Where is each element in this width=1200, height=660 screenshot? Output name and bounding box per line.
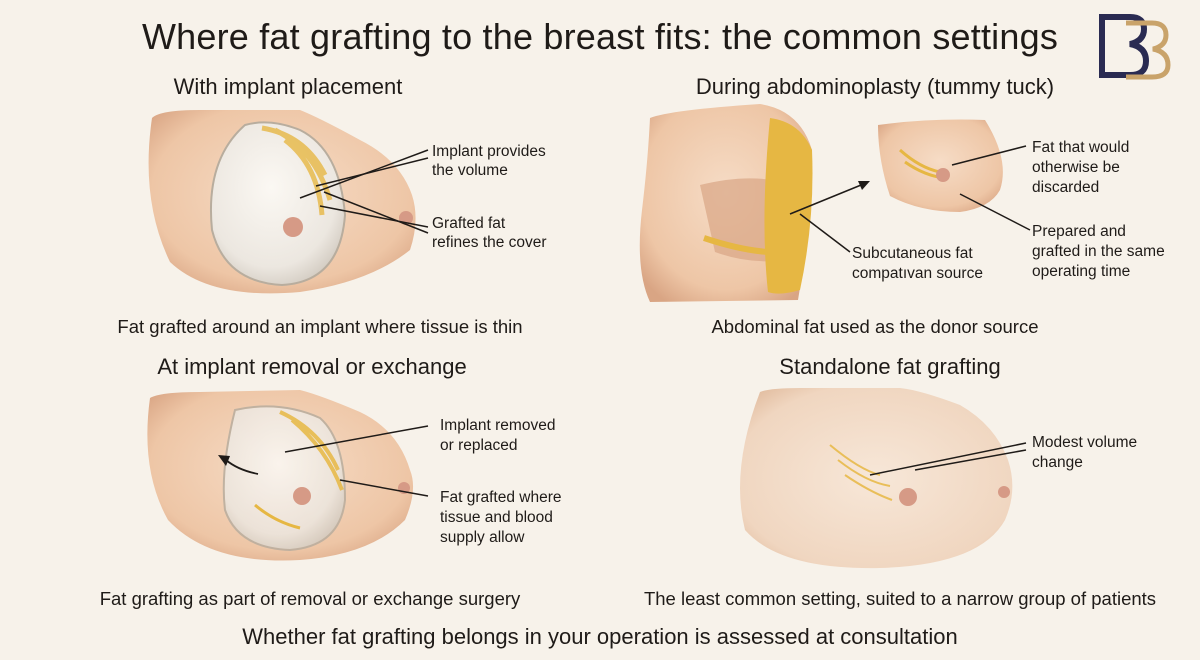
leader-line	[869, 442, 1027, 476]
label-implant-removed-or-replaced: Implant removed or replaced	[440, 417, 560, 454]
leader-line	[951, 145, 1027, 166]
brand-logo	[1096, 11, 1176, 81]
caption-abdominoplasty: Abdominal fat used as the donor source	[711, 316, 1039, 337]
arrow-head	[858, 181, 870, 190]
leader-line	[959, 193, 1031, 231]
label-fat-discarded: Fat that would otherwise be discarded	[1032, 139, 1134, 196]
footer-note: Whether fat grafting belongs in your ope…	[242, 624, 958, 649]
panel-heading-implant-removal: At implant removal or exchange	[157, 354, 467, 379]
illustration-implant-removal	[147, 390, 429, 561]
arrow-line	[225, 459, 259, 475]
leader-line	[914, 449, 1027, 471]
caption-implant-placement: Fat grafted around an implant where tiss…	[117, 316, 523, 337]
panel-heading-abdominoplasty: During abdominoplasty (tummy tuck)	[695, 74, 1055, 99]
leader-line	[319, 205, 429, 228]
illustration-implant-placement	[148, 110, 429, 294]
label-grafted-fat-refines-cover: Grafted fat refines the cover	[432, 215, 547, 251]
leader-line	[315, 157, 429, 187]
page-title: Where fat grafting to the breast fits: t…	[141, 16, 1059, 57]
illustration-standalone	[740, 388, 1027, 569]
leader-line	[323, 191, 429, 234]
panel-heading-standalone: Standalone fat grafting	[779, 354, 1001, 379]
illustration-abdominoplasty	[639, 104, 1031, 302]
leader-line	[339, 479, 429, 497]
arrow-line	[789, 182, 867, 215]
caption-implant-removal: Fat grafting as part of removal or excha…	[99, 588, 521, 609]
leader-line	[799, 213, 851, 253]
arrow-head	[218, 455, 230, 466]
label-prepared-and-grafted: Prepared and grafted in the same operati…	[1032, 223, 1169, 280]
leader-line	[284, 425, 429, 453]
label-modest-volume-change: Modest volume change	[1032, 434, 1141, 471]
label-subcutaneous-fat: Subcutaneous fat compatıvan source	[852, 245, 983, 282]
label-implant-provides-volume: Implant provides the volume	[432, 143, 550, 179]
panel-heading-implant-placement: With implant placement	[173, 74, 403, 99]
label-fat-grafted-where-tissue: Fat grafted where tissue and blood suppl…	[440, 489, 566, 546]
caption-standalone: The least common setting, suited to a na…	[643, 588, 1157, 609]
